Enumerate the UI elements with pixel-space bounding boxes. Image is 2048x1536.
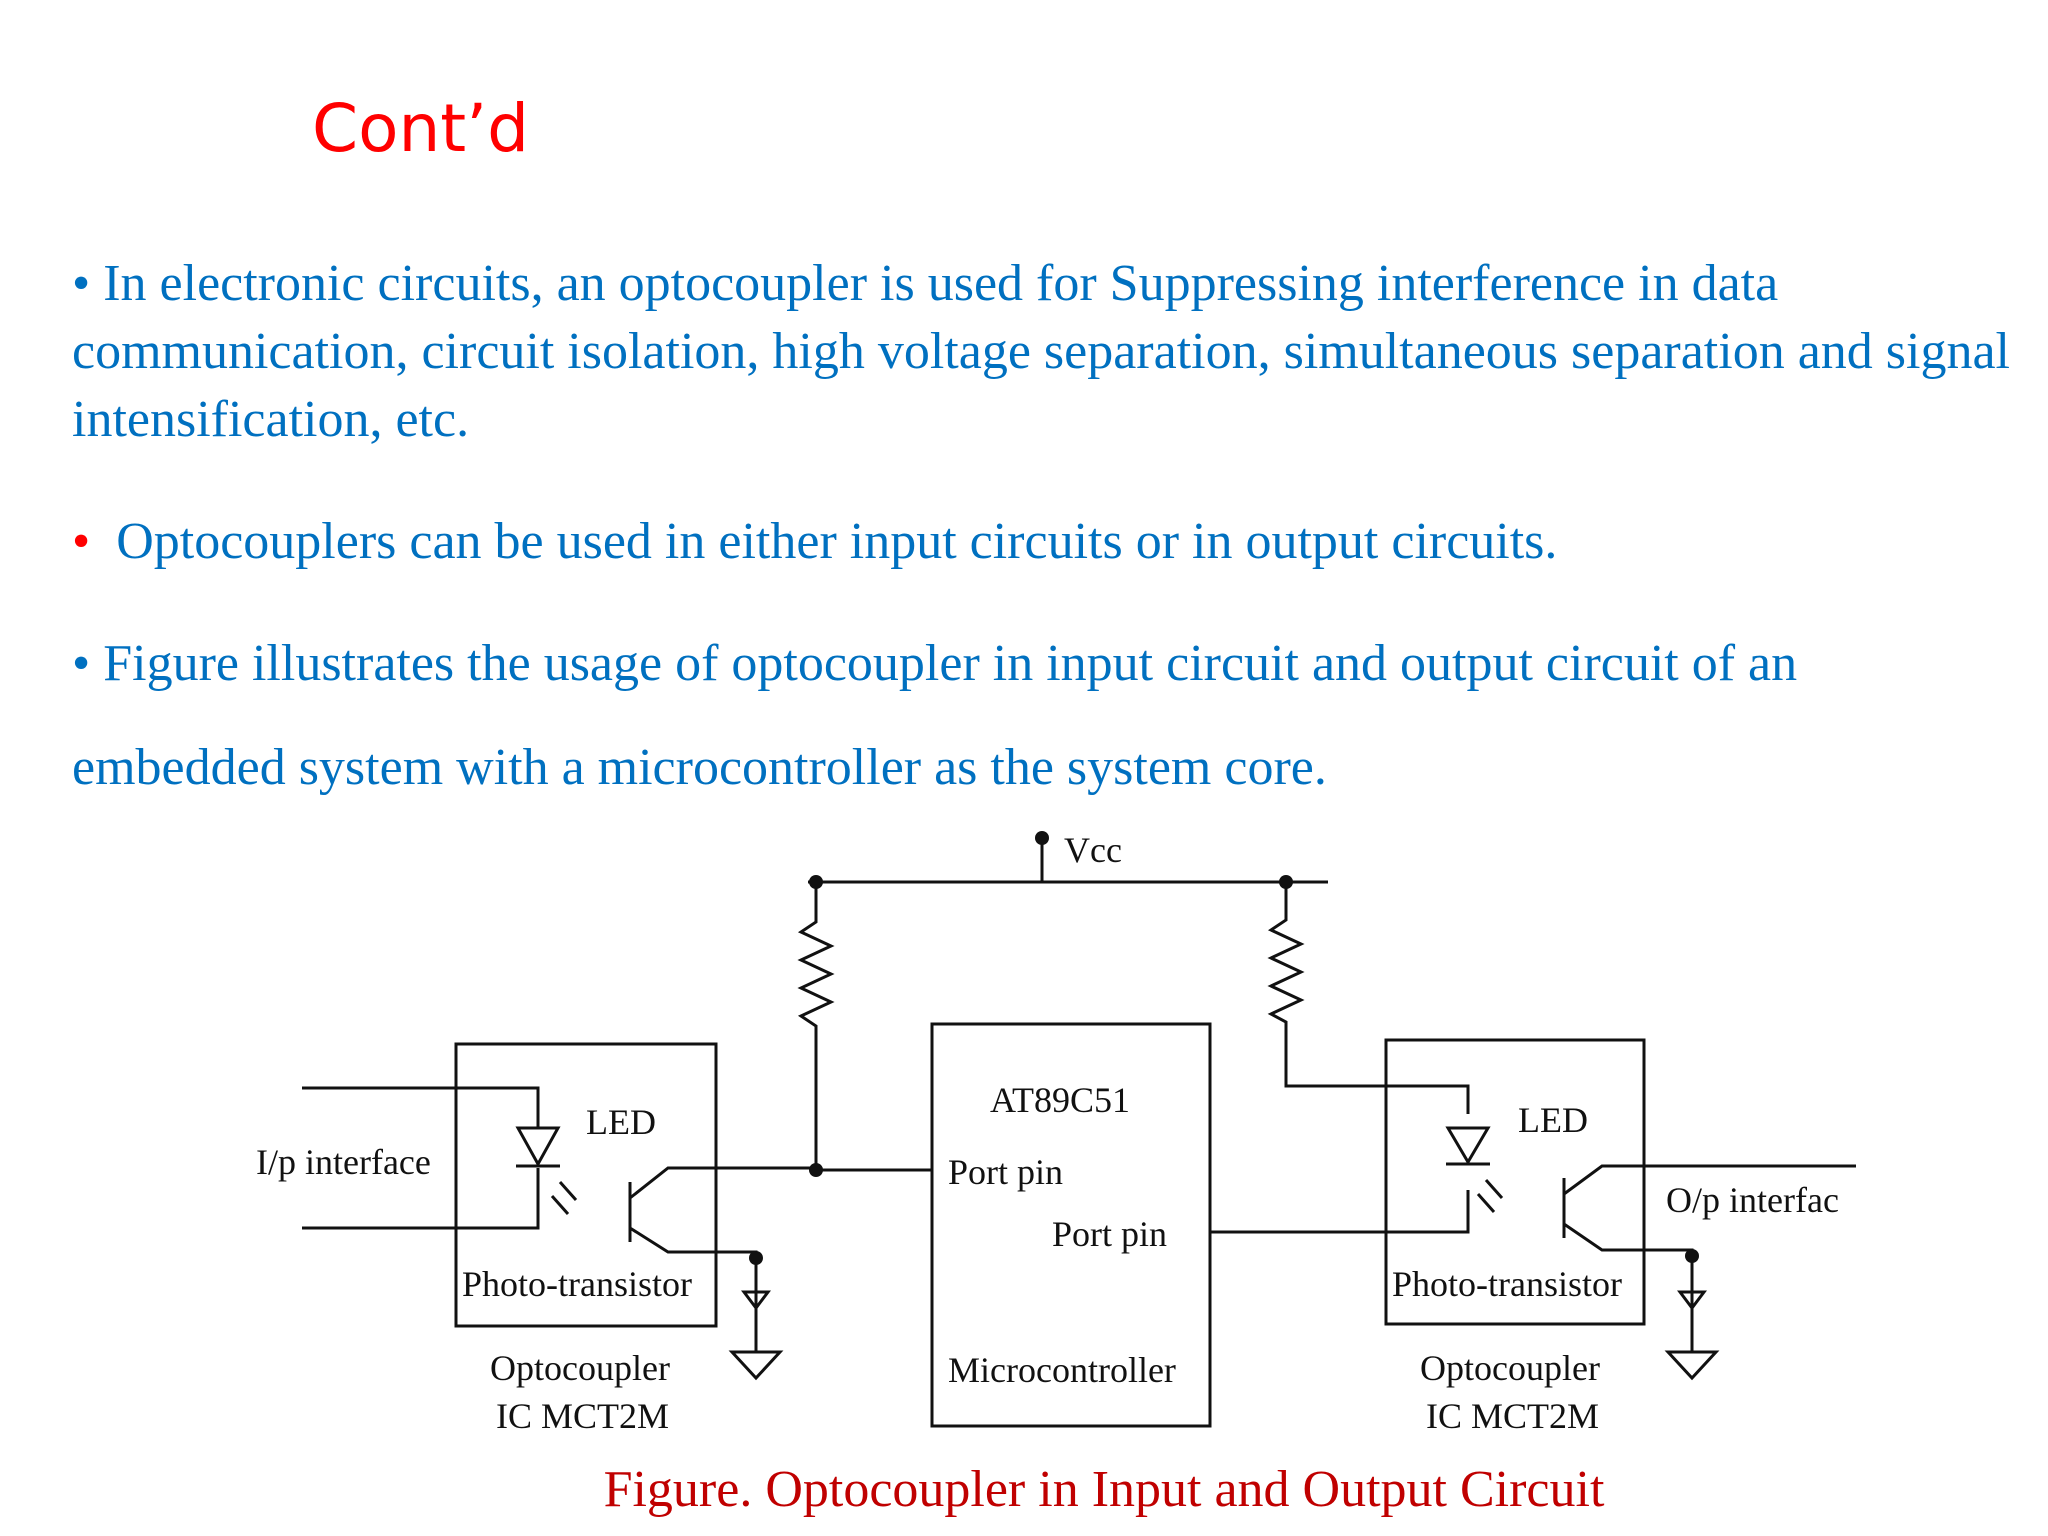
mcu-name: AT89C51 <box>990 1080 1130 1120</box>
vcc-terminal <box>1035 831 1049 845</box>
led-right-icon <box>1445 1126 1491 1165</box>
bullet-marker: • <box>72 513 91 570</box>
phototransistor-left-label: Photo-transistor <box>462 1264 692 1304</box>
slide-title: Cont’d <box>312 90 530 167</box>
input-wire-top <box>302 1086 540 1128</box>
bullet-text: Figure illustrates the usage of optocoup… <box>72 635 1798 796</box>
light-emission-icon <box>1484 1179 1504 1199</box>
optocoupler-right-box <box>1384 1038 1646 1326</box>
ground-symbol-left <box>728 1350 784 1381</box>
light-emission-icon <box>558 1181 578 1201</box>
optocoupler-left-part: IC MCT2M <box>496 1396 669 1436</box>
port-pin-1-label: Port pin <box>948 1152 1063 1192</box>
input-wire-bottom <box>302 1168 540 1230</box>
optocoupler-left-box <box>454 1042 718 1328</box>
figure-caption: Figure. Optocoupler in Input and Output … <box>603 1461 1605 1518</box>
bullet-text: Optocouplers can be used in either input… <box>116 513 1558 570</box>
vcc-label: Vcc <box>1064 830 1122 870</box>
bullet-item-3: • Figure illustrates the usage of optoco… <box>72 612 2012 820</box>
wire-to-port-pin-2 <box>1210 1190 1470 1234</box>
ground-right-icon <box>1677 1290 1707 1311</box>
led-left-icon <box>515 1126 561 1168</box>
bullet-item-2: • Optocouplers can be used in either inp… <box>72 508 2012 576</box>
optocoupler-right-part: IC MCT2M <box>1426 1396 1599 1436</box>
bullet-item-1: • In electronic circuits, an optocoupler… <box>72 250 2012 454</box>
led-right-label: LED <box>1518 1100 1588 1140</box>
bullet-text: In electronic circuits, an optocoupler i… <box>72 255 2010 448</box>
bullet-marker: • <box>72 255 91 312</box>
led-left-label: LED <box>586 1102 656 1142</box>
port-pin-2-label: Port pin <box>1052 1214 1167 1254</box>
bullet-marker: • <box>72 635 91 692</box>
phototransistor-right-label: Photo-transistor <box>1392 1264 1622 1304</box>
microcontroller-box <box>930 1022 1212 1428</box>
ground-symbol-right <box>1664 1350 1720 1381</box>
optocoupler-circuit-diagram: Vcc I/p interface O/p interfac LED LED P… <box>256 822 1856 1450</box>
resistor-right <box>1267 882 1470 1114</box>
circuit-schematic: Vcc I/p interface O/p interfac LED LED P… <box>256 830 1856 1436</box>
optocoupler-left-name: Optocoupler <box>490 1348 670 1388</box>
output-interface-label: O/p interfac <box>1666 1180 1839 1220</box>
resistor-left <box>797 882 835 1170</box>
optocoupler-right-name: Optocoupler <box>1420 1348 1600 1388</box>
microcontroller-label: Microcontroller <box>948 1350 1176 1390</box>
ground-left-icon <box>741 1290 771 1311</box>
input-interface-label: I/p interface <box>256 1142 431 1182</box>
